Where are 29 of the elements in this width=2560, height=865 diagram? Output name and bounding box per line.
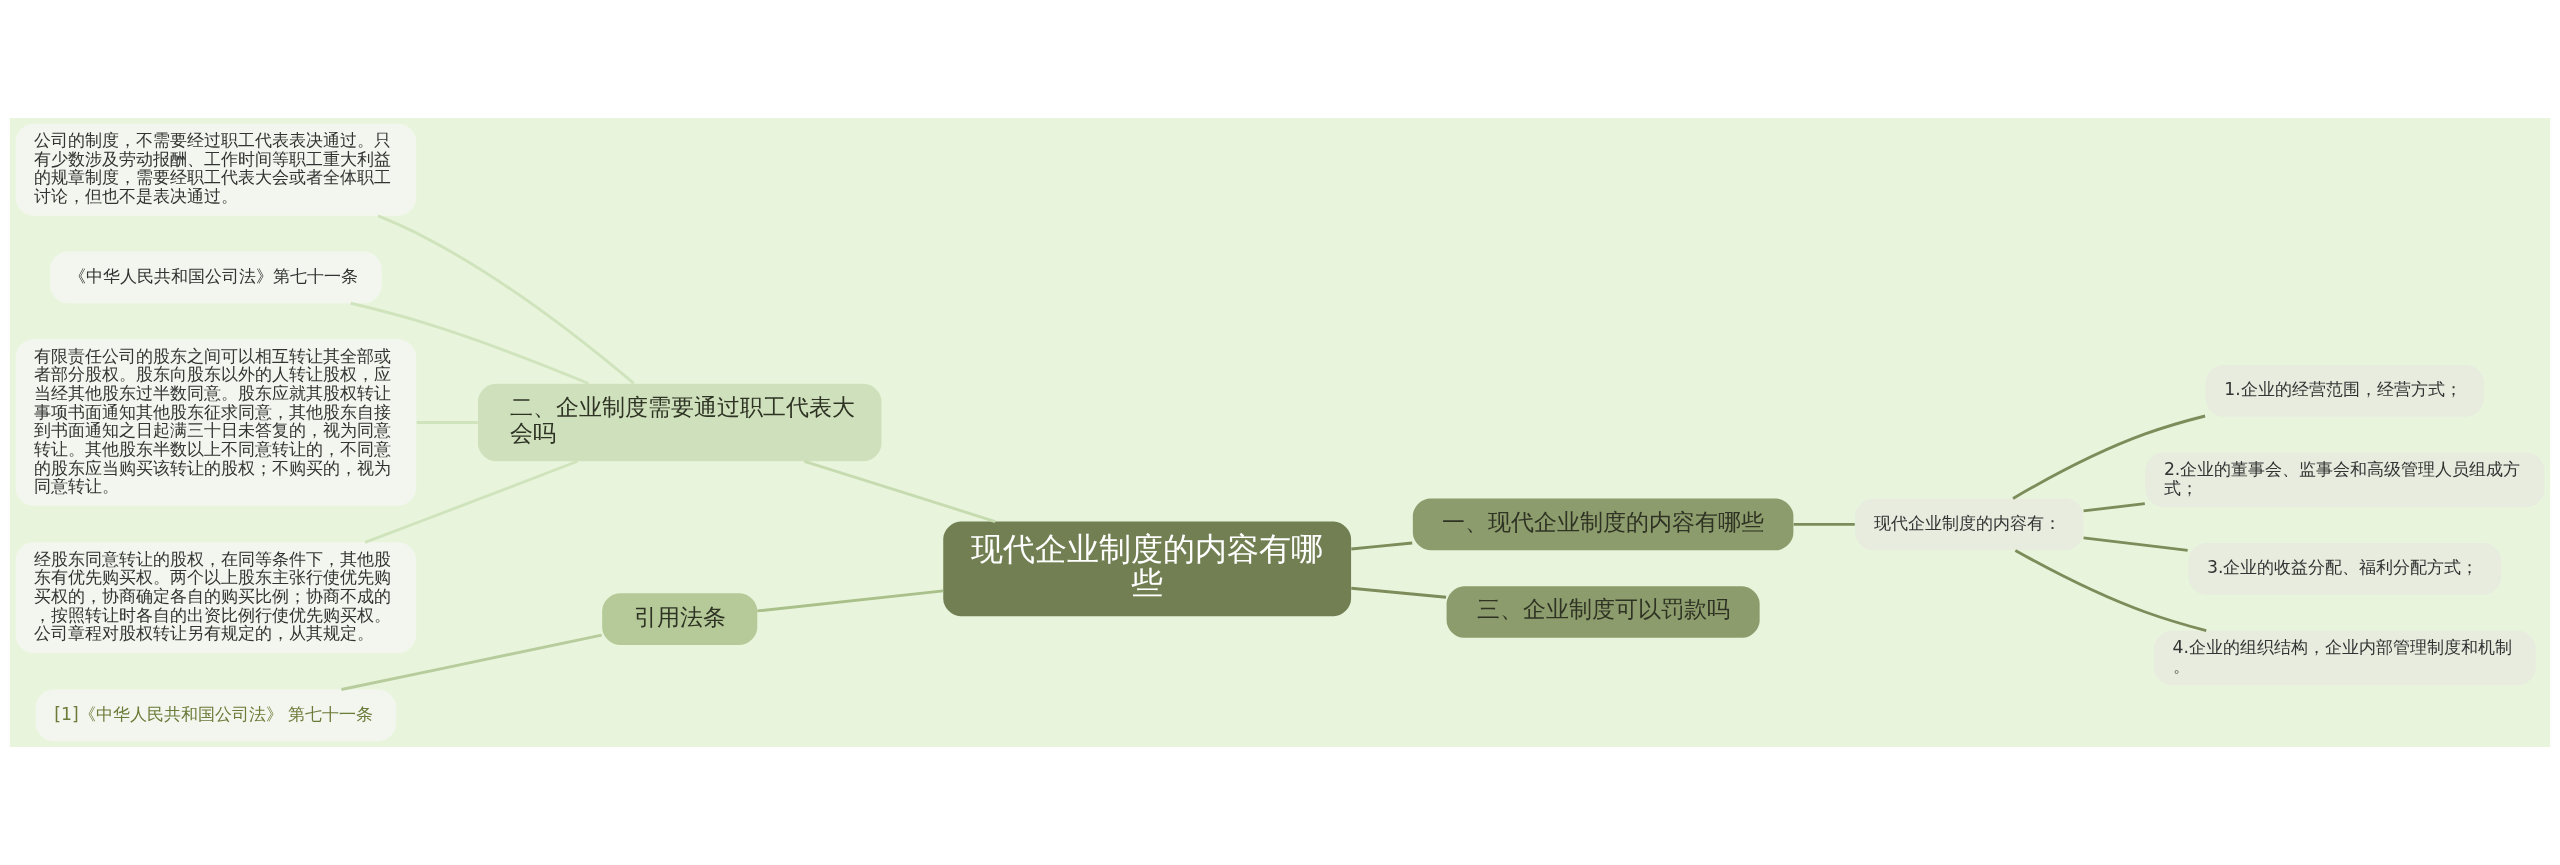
connector [364,459,579,544]
connector [1351,586,1447,599]
node-box: 3.企业的收益分配、福利分配方式； [2188,543,2502,595]
node-box: 4.企业的组织结构，企业内部管理制度和机制。 [2153,630,2536,686]
node-box: 现代企业制度的内容有哪些 [943,521,1352,617]
connector [1351,541,1413,551]
node-box: 《中华人民共和国公司法》第七十一条 [50,251,382,304]
connector [341,633,602,691]
connector [2083,502,2145,513]
connector [804,459,996,523]
connector [1793,522,1855,526]
connector [757,589,944,613]
node-box: 公司的制度，不需要经过职工代表表决通过。只有少数涉及劳动报酬、工作时间等职工重大利益的规章制度，需要经职工代表大会或者全体职工讨论，但也不是表决通过。 [15,123,417,216]
node-box: 三、企业制度可以罚款吗 [1446,586,1760,638]
connector [350,301,590,385]
connector [2083,536,2188,552]
node-box: 一、现代企业制度的内容有哪些 [1412,498,1794,551]
node-box: 现代企业制度的内容有： [1855,498,2084,551]
node-box: 二、企业制度需要通过职工代表大会吗 [477,383,882,462]
connector [2012,414,2206,500]
node-box: 1.企业的经营范围，经营方式； [2205,365,2485,417]
node-box: [1]《中华人民共和国公司法》 第七十一条 [35,689,397,742]
node-box: 有限责任公司的股东之间可以相互转让其全部或者部分股权。股东向股东以外的人转让股权，应当经其他股东过半数同意。股东应就其股权转让事项书面通知其他股东征求同意，其他股东自接到书面通知之日起满三十日未答复的，视为同意转让。其他股东半数以上不同意转让的，不同意的股东应当购买该转让的股权；不购买的，视为同意转让。 [15,339,417,506]
connector [2014,549,2207,633]
node-box: 引用法条 [602,593,758,646]
connector [416,421,478,424]
connector [377,214,635,385]
node-box: 经股东同意转让的股权，在同等条件下，其他股东有优先购买权。两个以上股东主张行使优先购买权的，协商确定各自的购买比例；协商不成的，按照转让时各自的出资比例行使优先购买权。公司章程对股权转让另有规定的，从其规定。 [15,542,417,653]
node-box: 2.企业的董事会、监事会和高级管理人员组成方式； [2145,452,2545,508]
